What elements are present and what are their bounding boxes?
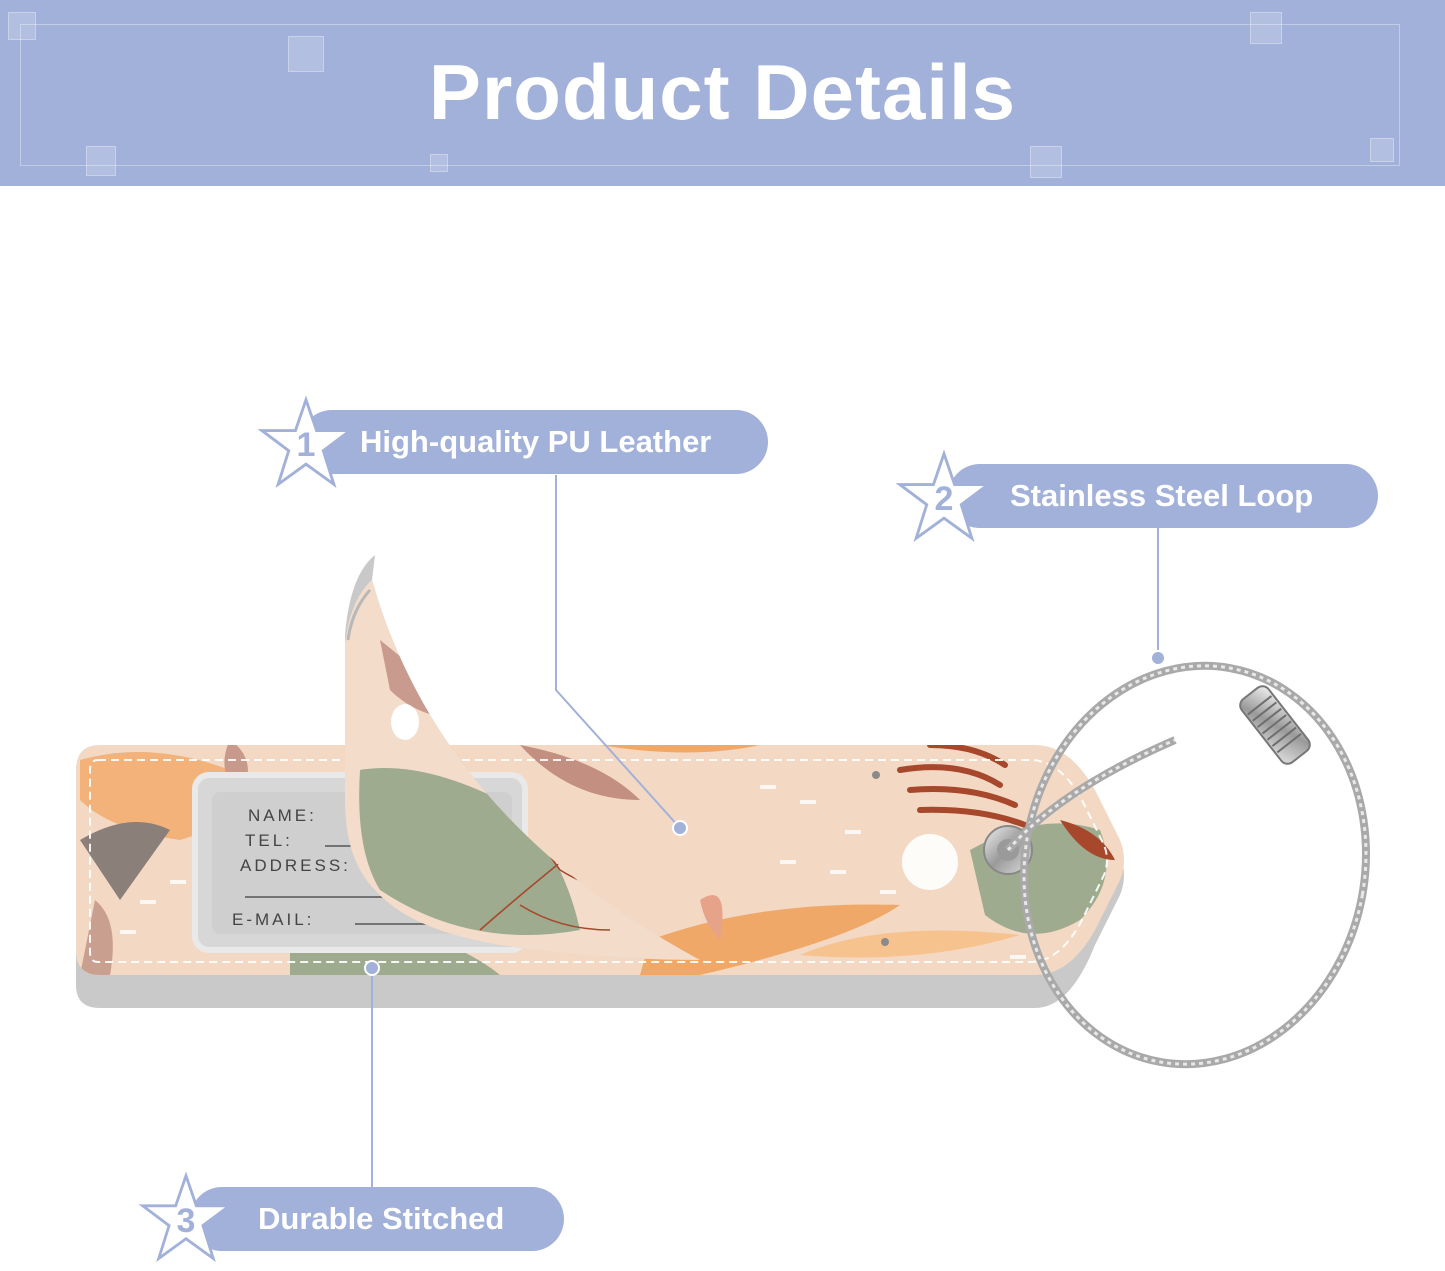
callout-pill: Stainless Steel Loop [948, 464, 1378, 528]
banner-frame [20, 24, 1400, 166]
callout-label: Durable Stitched [258, 1201, 505, 1236]
id-card-email-label: E-MAIL: [232, 910, 315, 929]
star-icon: 1 [257, 395, 355, 492]
leader-lines [371, 475, 1159, 1188]
header-banner: Product Details [0, 0, 1445, 186]
callout-label: Stainless Steel Loop [1010, 478, 1314, 513]
banner-decor-square [1250, 12, 1282, 44]
callout-label: High-quality PU Leather [360, 424, 712, 459]
banner-decor-square [430, 154, 448, 172]
banner-decor-square [1030, 146, 1062, 178]
banner-decor-square [8, 12, 36, 40]
pointer-dot [364, 960, 380, 976]
pointer-dot [672, 820, 688, 836]
callout-number: 1 [296, 426, 316, 464]
id-card-address-label: ADDRESS: [240, 856, 351, 875]
id-card-tel-label: TEL: [245, 831, 293, 850]
banner-decor-square [1370, 138, 1394, 162]
star-icon: 3 [138, 1171, 234, 1266]
screw-lock [1239, 685, 1311, 765]
callout-number: 3 [176, 1202, 196, 1240]
steel-wire-loop [1004, 661, 1370, 1069]
id-card-name-label: NAME: [248, 806, 317, 825]
callout-number: 2 [934, 480, 954, 518]
star-icon: 2 [895, 449, 993, 546]
page-title: Product Details [428, 48, 1017, 136]
callout-pill: High-quality PU Leather [300, 410, 768, 474]
pointer-dot [1150, 650, 1166, 666]
banner-decor-square [86, 146, 116, 176]
banner-decor-square [288, 36, 324, 72]
callout-pill: Durable Stitched [190, 1187, 564, 1251]
stitch-line [89, 759, 1108, 963]
